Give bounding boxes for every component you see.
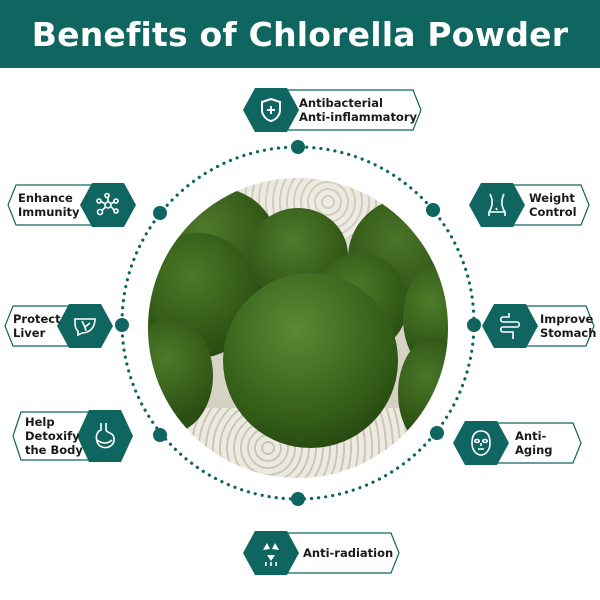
intestine-icon [484,302,536,350]
moss-balls-photo [148,178,448,478]
liver-icon [59,302,111,350]
shield-plus-icon [245,86,297,134]
benefit-label-line: Control [529,205,577,219]
benefit-label-line: Detoxify [25,429,80,443]
benefit-label-line: Help [25,415,55,429]
stomach-icon [79,408,131,464]
benefit-immunity: Enhance Immunity [6,181,136,229]
benefit-label-line: Immunity [18,205,80,219]
benefit-label-line: the Body [25,443,83,457]
molecule-network-icon [82,181,134,229]
benefit-label-line: Protect [13,312,61,326]
face-mask-icon [455,419,507,467]
benefit-label-line: Weight [529,191,575,205]
benefit-label-line: Anti-radiation [303,546,394,560]
benefit-label-line: Enhance [18,191,73,205]
benefit-label-line: Stomach [540,326,597,340]
benefit-weight-control: Weight Control [469,181,591,229]
benefit-label-line: Improve [540,312,594,326]
benefit-anti-aging: Anti-Aging [453,419,583,467]
page-title: Benefits of Chlorella Powder [31,14,569,54]
waist-body-icon [471,181,523,229]
benefit-protect-liver: Protect Liver [3,302,113,350]
benefit-detoxify: Help Detoxify the Body [11,408,133,464]
benefit-improve-stomach: Improve Stomach [482,302,596,350]
benefit-antibacterial: Antibacterial Anti-inflammatory [243,86,425,134]
radiation-icon [245,529,297,577]
header-banner: Benefits of Chlorella Powder [0,0,600,68]
benefit-label-line: Anti-Aging [515,429,553,457]
benefit-label-line: Liver [13,326,46,340]
benefit-anti-radiation: Anti-radiation [243,529,403,577]
benefit-label-line: Anti-inflammatory [299,110,418,124]
benefit-label-line: Antibacterial [299,96,383,110]
